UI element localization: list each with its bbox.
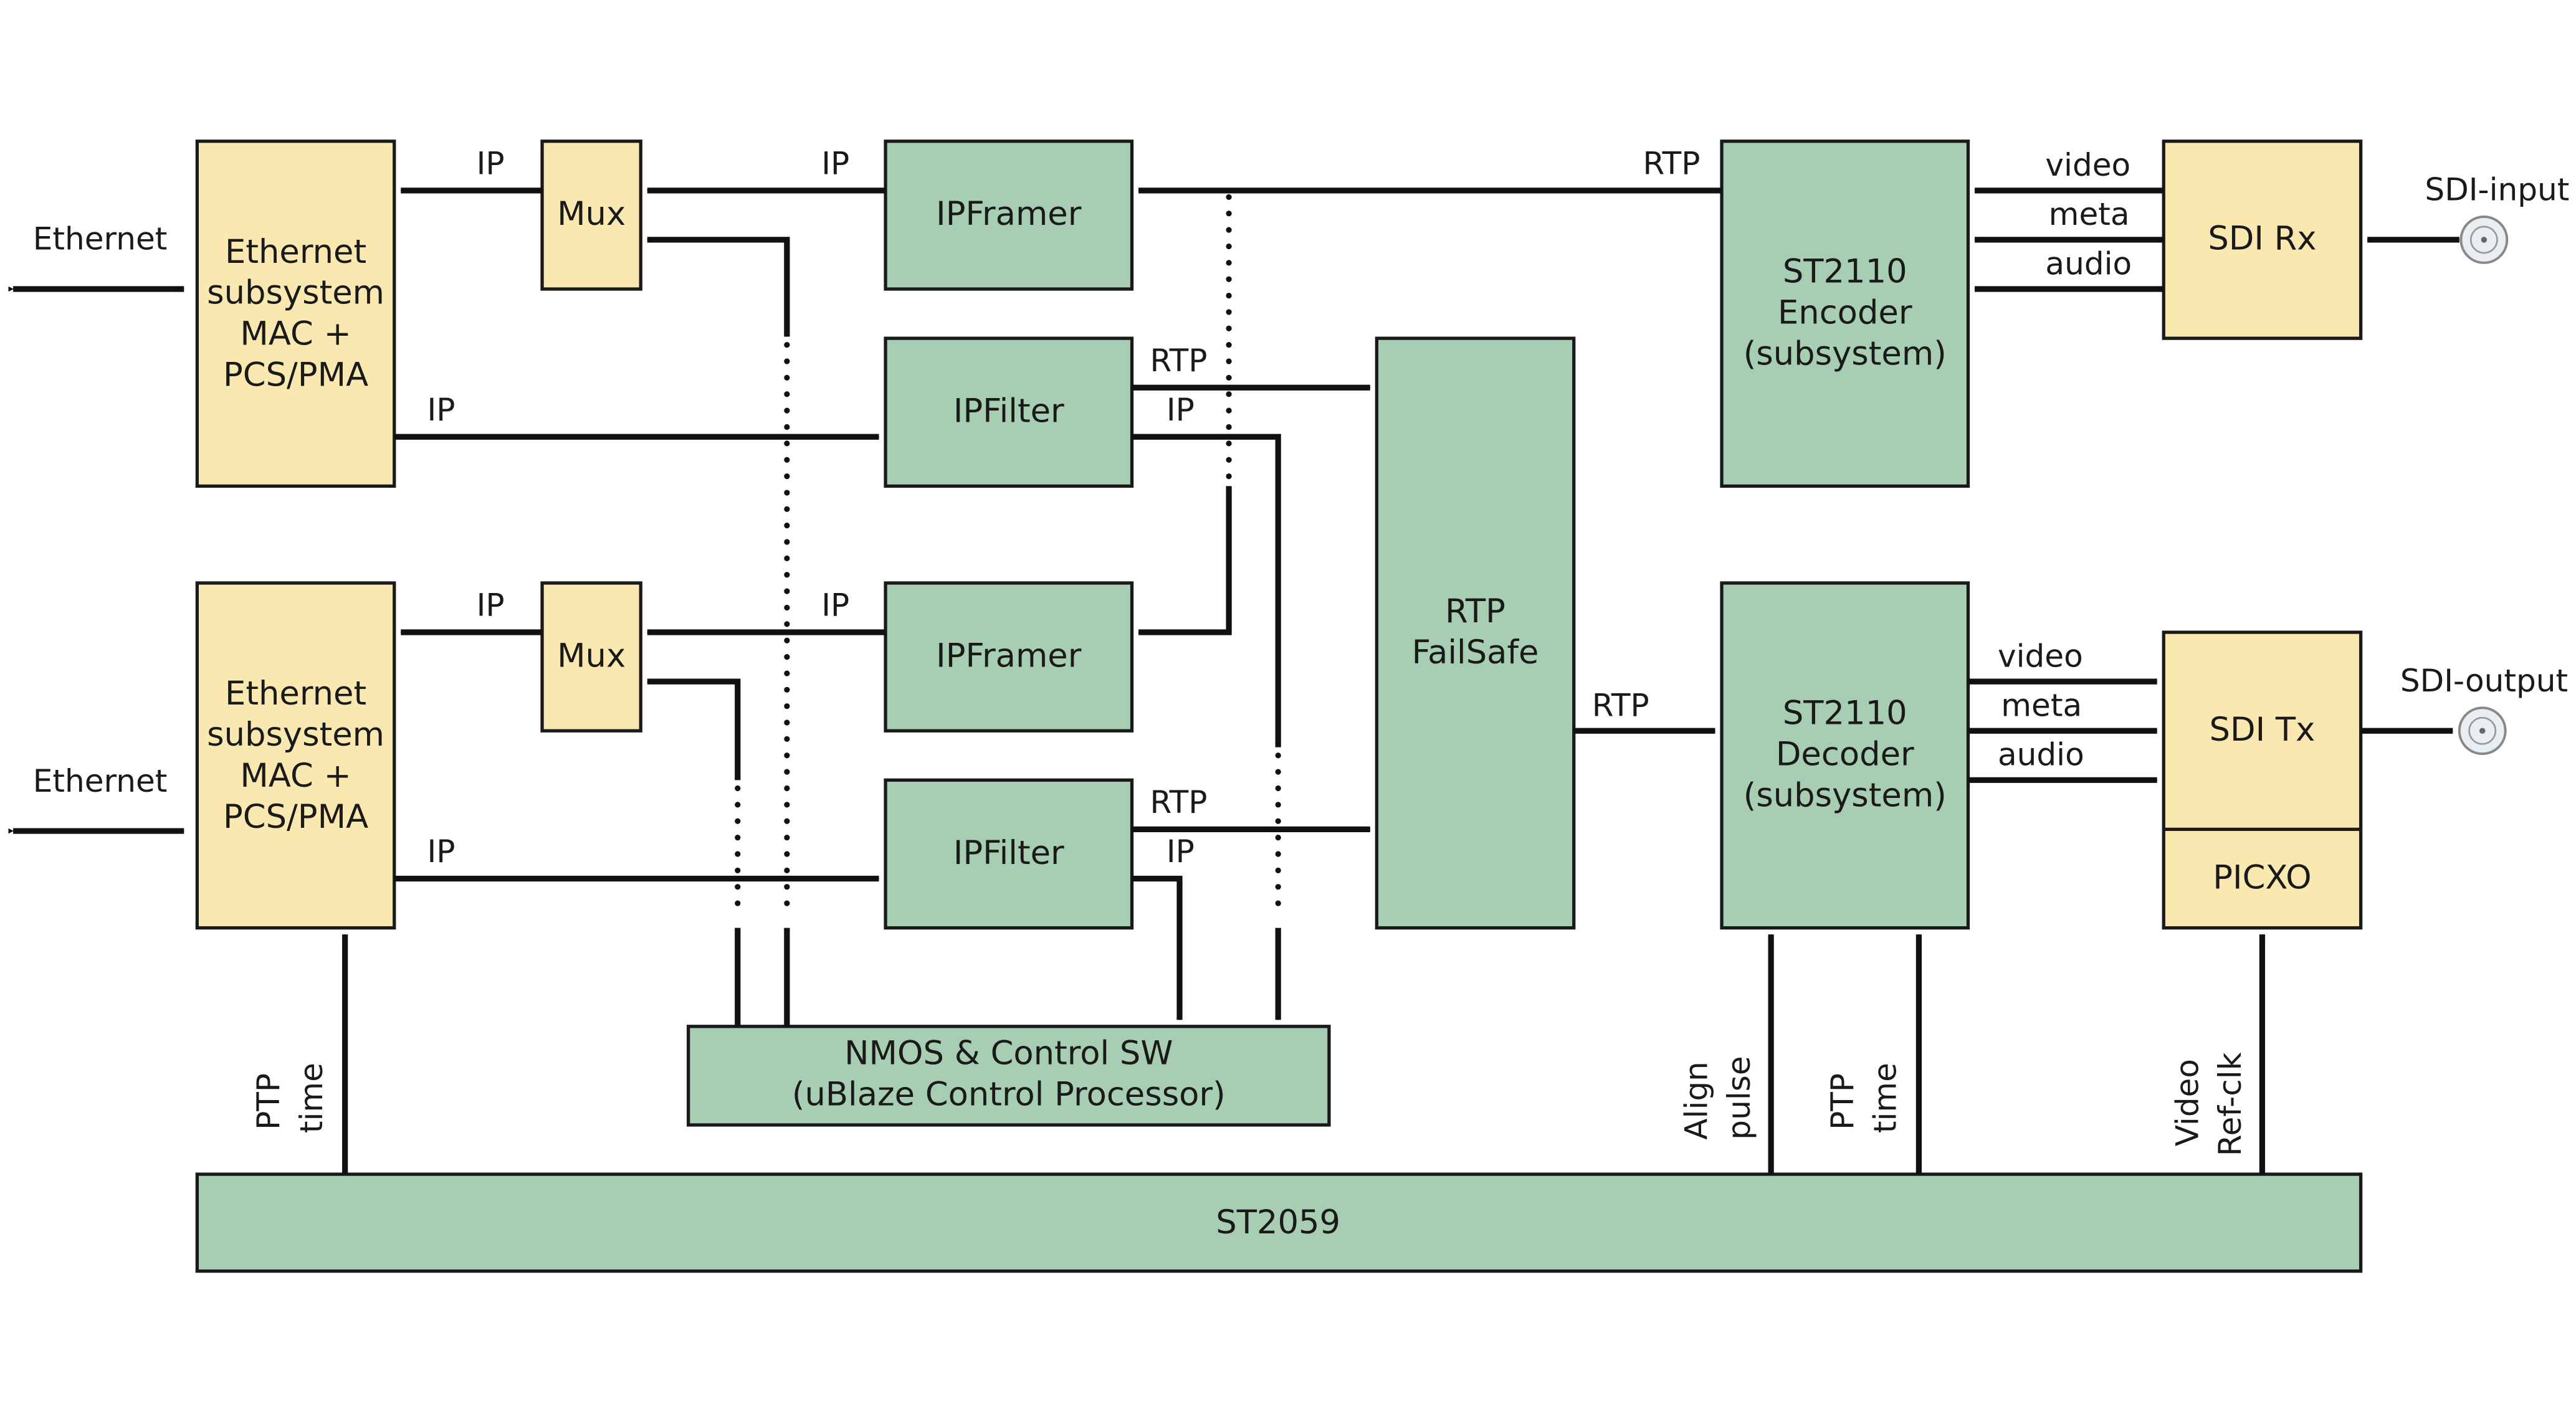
sdi-rx: SDI Rx	[2162, 140, 2363, 340]
nmos-line2: (uBlaze Control Processor)	[792, 1075, 1226, 1113]
nmos-line1: NMOS & Control SW	[844, 1034, 1173, 1072]
wires	[8, 187, 2459, 1175]
ipfilter2-label: IPFilter	[953, 834, 1064, 872]
st2110-decoder: ST2110 Decoder (subsystem)	[1720, 581, 1970, 930]
failsafe-line1: RTP	[1445, 592, 1505, 630]
ethernet-bottom-label: Ethernet	[33, 763, 168, 799]
ip-label-eth2: IP	[427, 833, 455, 870]
sditx-label: SDI Tx	[2210, 711, 2316, 749]
eth1-line1: Ethernet	[225, 233, 366, 271]
sdirx-label: SDI Rx	[2208, 220, 2316, 258]
st2059-label: ST2059	[1216, 1203, 1340, 1241]
encoder-line2: Encoder	[1778, 293, 1912, 331]
audio-label-tx: audio	[1998, 737, 2084, 773]
st2110-encoder: ST2110 Encoder (subsystem)	[1720, 140, 1970, 488]
dotted-crossovers	[735, 194, 1281, 923]
mux-1: Mux	[540, 140, 642, 291]
ipfilter1-label: IPFilter	[953, 392, 1064, 430]
ipframer-2: IPFramer	[884, 581, 1134, 733]
ip-label-mux2: IP	[477, 587, 505, 624]
decoder-line3: (subsystem)	[1744, 777, 1947, 815]
eth2-line4: PCS/PMA	[223, 798, 368, 836]
audio-label-rx: audio	[2045, 245, 2132, 282]
ptp-label-dec: PTP	[1825, 1073, 1861, 1130]
mux-2: Mux	[540, 581, 642, 733]
rtp-failsafe: RTP FailSafe	[1375, 336, 1576, 930]
video-refclk-label2: Ref-clk	[2212, 1052, 2248, 1156]
ip-label-framer2: IP	[821, 587, 849, 624]
ipframer1-label: IPFramer	[936, 195, 1082, 233]
st2059: ST2059	[195, 1172, 2363, 1273]
mux1-label: Mux	[557, 195, 626, 233]
ip-label-filter1: IP	[1166, 392, 1195, 428]
encoder-line1: ST2110	[1783, 252, 1907, 290]
rtp-label-failsafe: RTP	[1592, 688, 1649, 724]
decoder-line1: ST2110	[1783, 695, 1907, 733]
meta-label-rx: meta	[2049, 196, 2130, 232]
video-refclk-label1: Video	[2170, 1059, 2206, 1146]
pulse-label: pulse	[1721, 1056, 1757, 1139]
sdi-output-label: SDI-output	[2400, 663, 2568, 699]
encoder-line3: (subsystem)	[1744, 335, 1947, 372]
time-label-eth: time	[293, 1063, 330, 1133]
ip-label-eth1: IP	[427, 392, 455, 428]
ipframer-1: IPFramer	[884, 140, 1134, 291]
eth2-line1: Ethernet	[225, 675, 366, 713]
ip-label-filter2: IP	[1166, 833, 1195, 870]
ethernet-top-label: Ethernet	[33, 221, 168, 257]
sdi-tx: SDI Tx PICXO	[2162, 630, 2363, 930]
rtp-label-encoder: RTP	[1643, 145, 1700, 181]
align-label: Align	[1678, 1061, 1714, 1140]
meta-label-tx: meta	[2001, 688, 2082, 724]
picxo-label: PICXO	[2213, 858, 2311, 896]
ipfilter-1: IPFilter	[884, 336, 1134, 488]
labels: Ethernet Ethernet IP IP IP IP IP IP RTP …	[33, 145, 2570, 1156]
eth2-line2: subsystem	[207, 716, 384, 754]
eth1-line3: MAC +	[240, 315, 351, 353]
eth1-line2: subsystem	[207, 274, 384, 312]
ptp-label-eth: PTP	[250, 1073, 287, 1130]
nmos-control-sw: NMOS & Control SW (uBlaze Control Proces…	[687, 1025, 1331, 1127]
ip-label-framer1: IP	[821, 145, 849, 181]
eth1-line4: PCS/PMA	[223, 356, 368, 394]
video-label-rx: video	[2045, 147, 2130, 183]
video-label-tx: video	[1998, 638, 2083, 674]
ipfilter-2: IPFilter	[884, 778, 1134, 930]
sdi-input-label: SDI-input	[2425, 172, 2569, 208]
rtp-label-filter2: RTP	[1150, 784, 1208, 820]
time-label-dec: time	[1867, 1063, 1903, 1133]
failsafe-line2: FailSafe	[1412, 633, 1539, 671]
eth2-line3: MAC +	[240, 757, 351, 795]
ethernet-subsystem-2: Ethernet subsystem MAC + PCS/PMA	[195, 581, 396, 930]
decoder-line2: Decoder	[1776, 736, 1914, 774]
sdi-input-connector-icon	[2459, 216, 2509, 264]
mux2-label: Mux	[557, 637, 626, 675]
sdi-output-connector-icon	[2458, 706, 2507, 756]
ip-label-mux1: IP	[477, 145, 505, 181]
ipframer2-label: IPFramer	[936, 637, 1082, 675]
rtp-label-filter1: RTP	[1150, 343, 1208, 379]
ethernet-subsystem-1: Ethernet subsystem MAC + PCS/PMA	[195, 140, 396, 488]
